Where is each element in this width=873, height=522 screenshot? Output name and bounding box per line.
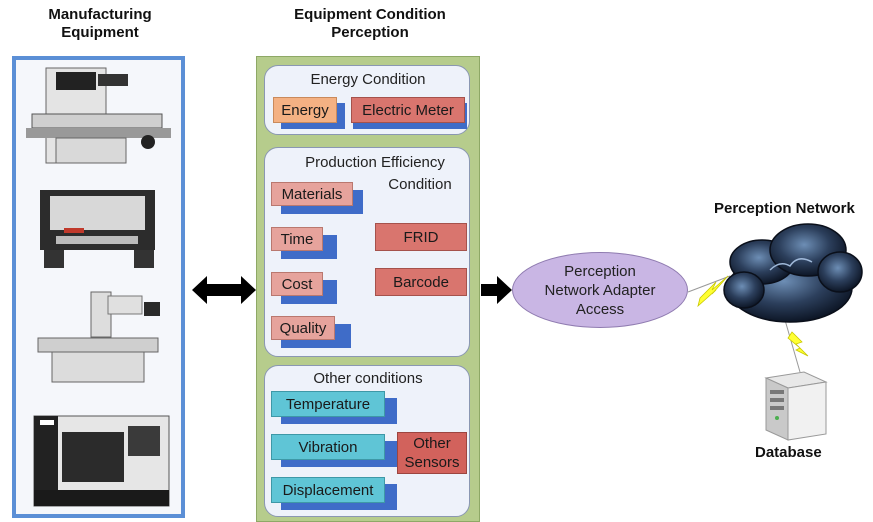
perception-network-label: Perception Network [714,200,855,217]
time-tag: Time [271,227,323,251]
production-title-line2: Condition [388,176,452,193]
materials-tag: Materials [271,182,353,206]
adapter-line1: Perception [564,262,636,280]
cost-tag: Cost [271,272,323,296]
vibration-tag: Vibration [271,434,385,460]
condition-perception-heading: Equipment Condition Perception [265,6,475,42]
manufacturing-heading-line1: Manufacturing [48,6,152,23]
energy-condition-title: Energy Condition [310,71,426,88]
adapter-line2: Network Adapter [544,281,656,299]
temperature-tag: Temperature [271,391,385,417]
other-sensors-tag: Other Sensors [397,432,467,474]
production-title-line1: Production Efficiency [305,154,445,171]
perception-network-adapter: Perception Network Adapter Access [512,252,688,328]
quality-tag: Quality [271,316,335,340]
other-sensors-line2: Sensors [404,454,460,471]
energy-tag: Energy [273,97,337,123]
manufacturing-heading-line2: Equipment [61,24,139,41]
barcode-tag: Barcode [375,268,467,296]
energy-condition-group: Energy Condition Energy Electric Meter [264,65,470,135]
displacement-tag: Displacement [271,477,385,503]
frid-tag: FRID [375,223,467,251]
adapter-line3: Access [575,300,625,318]
perception-heading-line1: Equipment Condition [294,6,446,23]
milling-machine-image [26,67,171,507]
perception-heading-line2: Perception [331,24,409,41]
database-label: Database [755,444,822,461]
other-conditions-title: Other conditions [313,370,423,387]
manufacturing-equipment-panel [12,56,185,518]
manufacturing-equipment-heading: Manufacturing Equipment [20,6,180,42]
electric-meter-tag: Electric Meter [351,97,465,123]
other-conditions-group: Other conditions Temperature Vibration D… [264,365,470,517]
condition-perception-panel: Energy Condition Energy Electric Meter P… [256,56,480,522]
other-sensors-line1: Other [413,435,451,452]
production-efficiency-group: Production Efficiency Condition Material… [264,147,470,357]
